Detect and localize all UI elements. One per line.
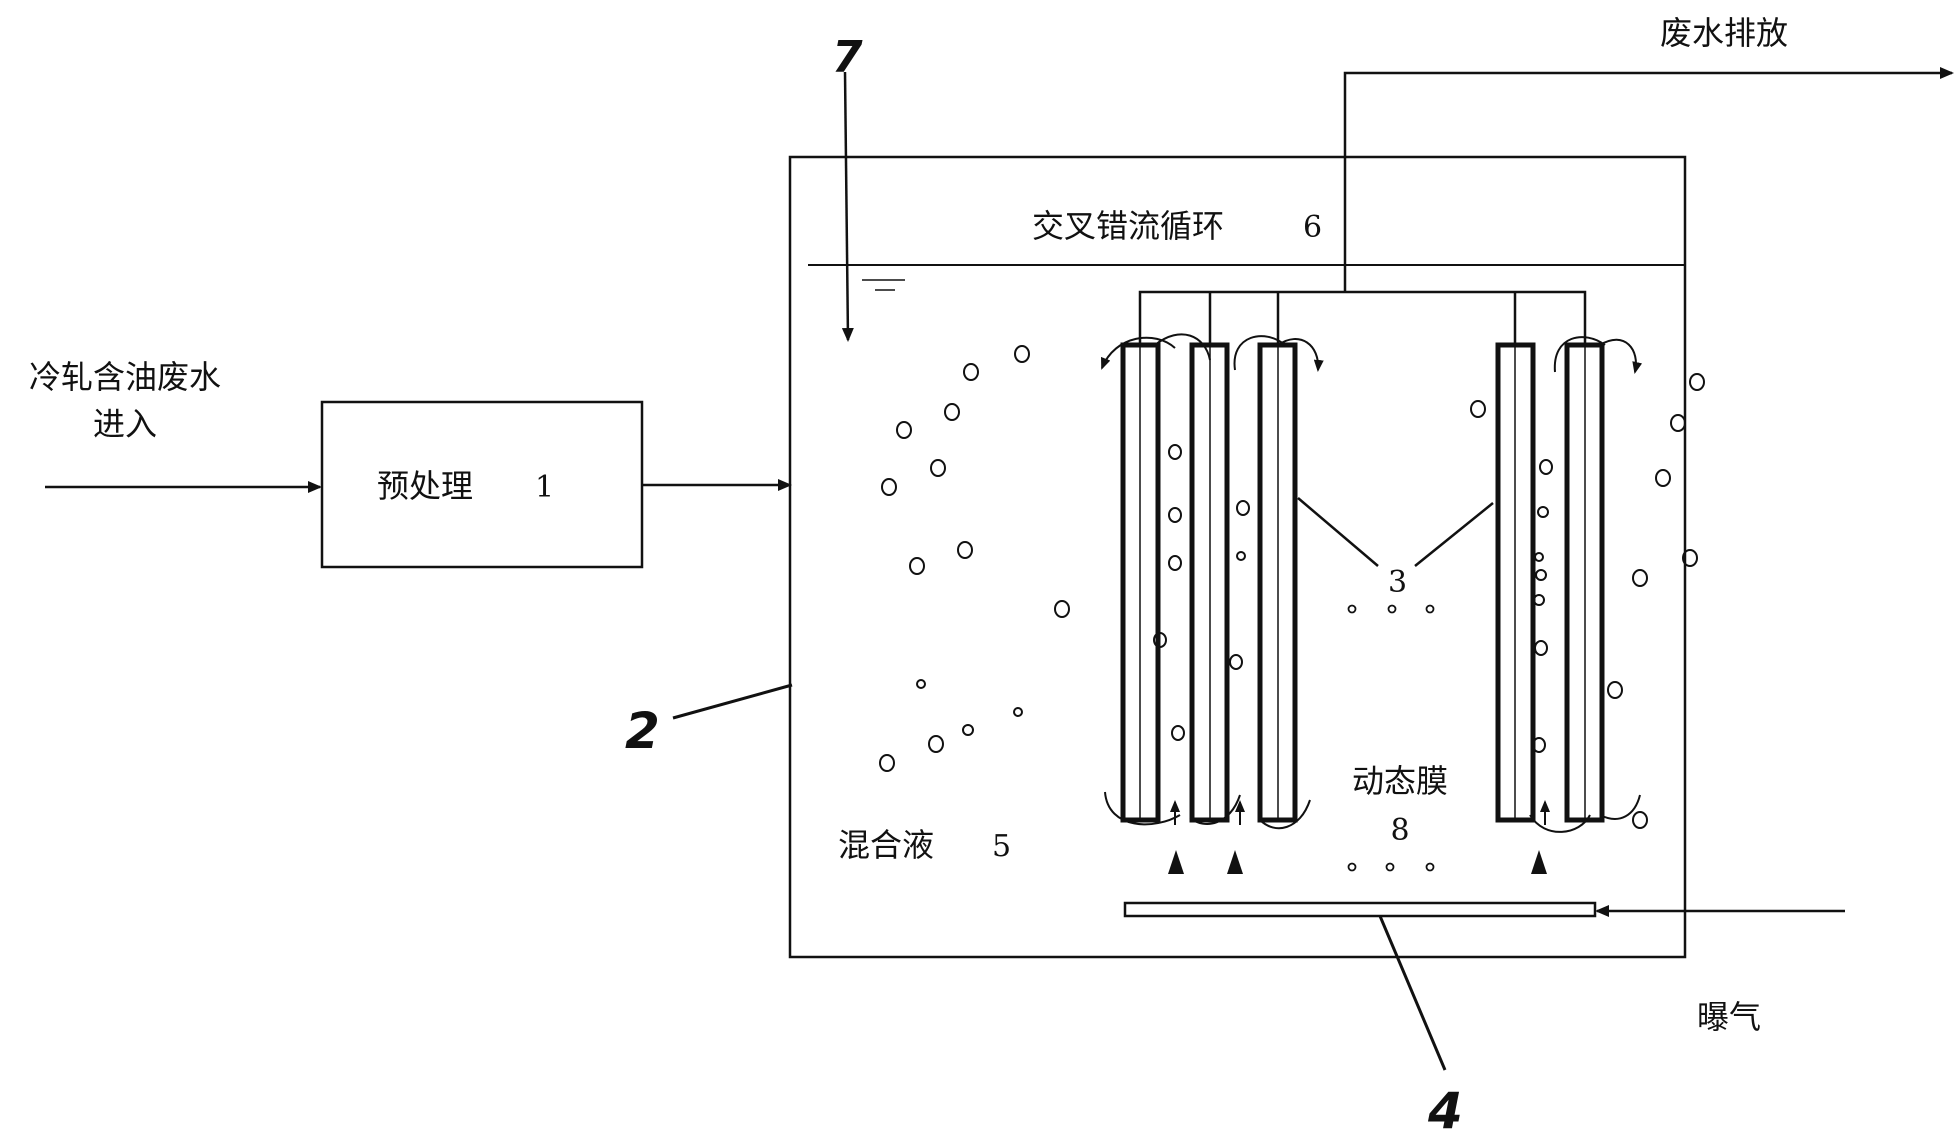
ref-number-2: 2 [625, 702, 660, 760]
pretreatment-label: 预处理 [377, 467, 473, 505]
bubbles-inner [1153, 400, 1553, 753]
bubbles-small [1347, 604, 1435, 872]
membrane-module [1564, 342, 1605, 823]
ref-number-4: 4 [1427, 1082, 1463, 1140]
circulation-arrow-bottom [1599, 794, 1641, 820]
ref-number-7: 7 [832, 32, 863, 83]
airflow-triangle [1168, 850, 1184, 874]
mixed-liquor-number: 5 [992, 829, 1011, 864]
crossflow-number: 6 [1303, 210, 1322, 245]
circulation-arrow-bottom [1104, 791, 1181, 826]
collector-manifold [1138, 290, 1587, 345]
circulation-arrow-top [1553, 336, 1606, 373]
dosing-arrow [841, 71, 854, 342]
bubbles-right [1607, 373, 1705, 829]
aeration-label: 曝气 [1697, 998, 1761, 1036]
airflow-triangle [1227, 850, 1243, 874]
crossflow-label: 交叉错流循环 [1032, 207, 1224, 245]
circulation-arrow-bottom [1529, 814, 1591, 833]
circulation-arrow-top [1277, 338, 1324, 372]
dynamic-membrane-number: 8 [1390, 813, 1409, 848]
leader-line-2 [672, 683, 793, 720]
circulation-arrow-bottom [1259, 799, 1311, 830]
aerator-pipe [1123, 901, 1597, 918]
membrane-module [1120, 342, 1161, 823]
airflow-triangle [1531, 850, 1547, 874]
discharge-label: 废水排放 [1660, 14, 1788, 52]
membrane-module [1495, 342, 1536, 823]
discharge-pipe [1343, 67, 1954, 292]
ref-number-3: 3 [1388, 565, 1407, 600]
pretreatment-number: 1 [535, 470, 554, 505]
circulation-arrow-top [1233, 335, 1286, 371]
dynamic-membrane-label: 动态膜 [1352, 762, 1448, 800]
inlet-label-2: 进入 [93, 405, 157, 443]
membrane-module [1189, 342, 1230, 823]
mixed-liquor-label: 混合液 [838, 826, 934, 864]
leader-line-4 [1378, 915, 1447, 1071]
bubbles-left [879, 345, 1070, 772]
circulation-arrow-top [1599, 338, 1643, 374]
membrane-module [1257, 342, 1298, 823]
circulation-arrow-top [1154, 333, 1211, 361]
circulation-arrow-top [1101, 336, 1176, 370]
pretreatment-box [320, 400, 644, 569]
inlet-label: 冷轧含油废水 [29, 358, 221, 396]
leader-line-3 [1297, 497, 1379, 567]
reaction-tank [788, 155, 1687, 959]
leader-line-3 [1414, 502, 1494, 567]
